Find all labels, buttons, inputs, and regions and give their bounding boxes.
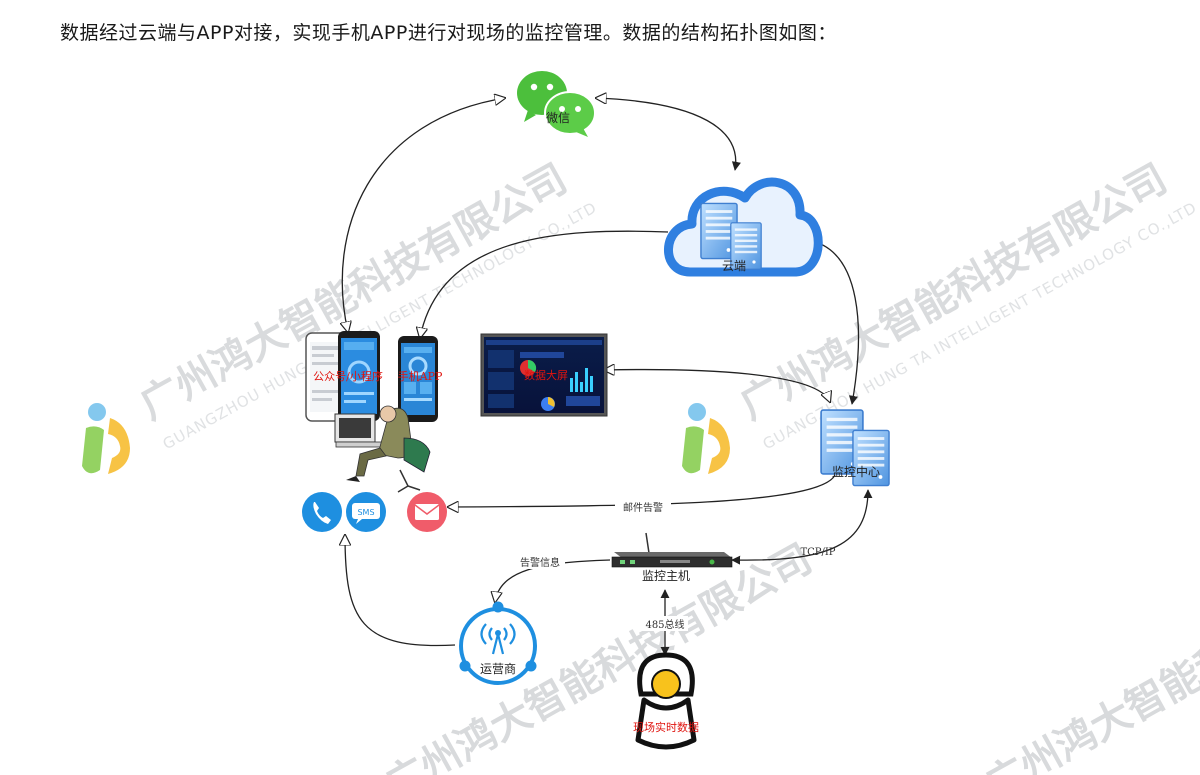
alarm-info-label: 告警信息 — [520, 556, 560, 569]
wechat-label: 微信 — [546, 111, 570, 125]
big-screen-label: 数据大屏 — [524, 368, 568, 382]
watermark-logo — [82, 403, 130, 474]
mail-icon — [407, 492, 447, 532]
edge-cloud-app — [420, 230, 669, 338]
big-screen-node: 数据大屏 — [480, 333, 608, 417]
phones-node: 公众号/小程序 手机APP — [305, 331, 443, 493]
edge-operator-phone — [345, 535, 456, 647]
intro-text: 数据经过云端与APP对接，实现手机APP进行对现场的监控管理。数据的结构拓扑图如… — [60, 22, 837, 44]
edge-host-operator — [495, 559, 611, 602]
connectors — [342, 98, 873, 656]
wechat-node: 微信 — [517, 71, 596, 137]
bus-485-label: 485总线 — [645, 618, 684, 631]
worker-icon — [334, 405, 431, 493]
signal-tower-icon — [480, 623, 516, 655]
edge-labels: 邮件告警 TCP/IP 告警信息 485总线 — [513, 499, 836, 631]
edge-wechat-phones — [342, 98, 505, 332]
cloud-label: 云端 — [722, 259, 746, 273]
official-account-label: 公众号/小程序 — [313, 369, 383, 383]
watermark-bottom-left: 广州鸿大智能科技有限公司 — [378, 536, 820, 775]
cloud-node: 云端 — [664, 177, 823, 277]
edge-center-screen — [604, 370, 830, 402]
phone-mini-program — [338, 331, 380, 421]
operator-label: 运营商 — [480, 661, 516, 676]
edge-center-mail — [448, 474, 836, 507]
tcp-ip-label: TCP/IP — [800, 547, 835, 558]
site-sensor-node: 现场实时数据 — [633, 652, 699, 750]
operator-node: 运营商 — [459, 601, 537, 685]
edge-cloud-center — [807, 237, 860, 405]
watermark-bottom-right: 广州鸿大智能科技有限公司 — [978, 536, 1200, 775]
watermark-logo — [682, 403, 730, 474]
sms-icon: SMS — [346, 492, 386, 532]
monitor-host-node: 监控主机 — [611, 532, 733, 583]
site-data-label: 现场实时数据 — [633, 720, 699, 734]
phone-call-icon — [302, 492, 342, 532]
edge-wechat-cloud — [596, 98, 736, 170]
monitor-host-label: 监控主机 — [642, 569, 690, 583]
monitor-center-node: 监控中心 — [820, 409, 890, 487]
phone-app — [398, 336, 438, 422]
edge-host-center — [731, 489, 873, 565]
watermark-cn: 广州鸿大智能科技有限公司 — [978, 536, 1200, 775]
wechat-icon — [517, 71, 596, 137]
email-alarm-label: 邮件告警 — [623, 501, 663, 514]
phone-app-label: 手机APP — [398, 369, 443, 383]
alert-icons: SMS — [302, 492, 447, 532]
sms-label: SMS — [357, 508, 374, 517]
watermark-cn: 广州鸿大智能科技有限公司 — [378, 536, 820, 775]
monitor-center-label: 监控中心 — [832, 464, 880, 479]
